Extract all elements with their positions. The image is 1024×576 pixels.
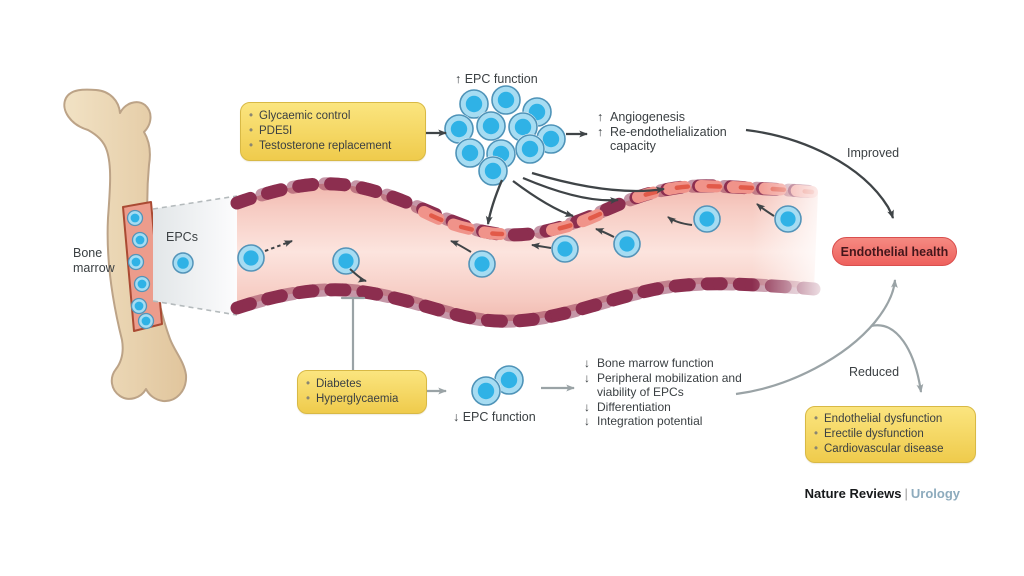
up-arrow-icon: ↑ — [597, 110, 604, 124]
bullet-icon: • — [814, 443, 819, 455]
marrow-epc-cell — [126, 209, 144, 227]
outcome-item: ↓ Integration potential — [584, 414, 703, 429]
epc-function-down-label: ↓ EPC function — [453, 410, 536, 424]
vessel-lumen — [237, 183, 818, 322]
up-arrow-icon: ↑ — [597, 124, 604, 139]
bullet-icon: • — [306, 393, 311, 405]
epc-cell — [693, 205, 721, 233]
outcome-item: ↓ Bone marrow function — [584, 356, 714, 370]
list-item: •Endothelial dysfunction — [814, 413, 943, 425]
endothelial-health-box: Endothelial health — [832, 237, 957, 266]
down-arrow-icon: ↓ — [584, 370, 590, 385]
epc-cell — [774, 205, 802, 233]
list-item: •Hyperglycaemia — [306, 393, 399, 405]
journal-brand: Nature Reviews — [804, 486, 902, 501]
reduced-label: Reduced — [849, 365, 900, 379]
reduced-arrow-to-dysfunction — [870, 324, 924, 393]
list-item: •Erectile dysfunction — [814, 428, 924, 440]
bullet-icon: • — [249, 125, 254, 137]
fan-arrow — [531, 171, 665, 194]
lower-outcomes-list: ↓ Bone marrow function ↓ Peripheral mobi… — [584, 356, 749, 429]
fan-arrow — [522, 176, 619, 205]
epcs-label: EPCs — [166, 230, 198, 244]
epc-cell — [237, 244, 265, 272]
bullet-icon: • — [814, 428, 819, 440]
epc-cell — [468, 250, 496, 278]
marrow-epc-cell — [130, 297, 148, 315]
epc-cell — [613, 230, 641, 258]
down-arrow-icon: ↓ — [584, 399, 590, 414]
journal-credit: Nature Reviews|Urology — [790, 486, 960, 501]
outcome-item: ↓ Differentiation — [584, 399, 671, 414]
epc-pair — [469, 363, 526, 408]
marrow-epc-cell — [127, 253, 145, 271]
femur-bone-illustration — [63, 88, 188, 403]
bullet-icon: • — [814, 413, 819, 425]
list-item: •Diabetes — [306, 378, 362, 390]
improved-label: Improved — [847, 146, 900, 160]
down-arrow-icon: ↓ — [584, 414, 590, 429]
bullet-icon: • — [306, 378, 311, 390]
journal-name: Urology — [910, 486, 960, 501]
upper-outcomes-list: ↑ Angiogenesis ↑ Re-endothelialization c… — [597, 110, 747, 154]
bullet-icon: • — [249, 110, 254, 122]
risk-factors-box: •Diabetes •Hyperglycaemia — [297, 370, 427, 414]
epc-cell — [332, 247, 360, 275]
list-item: •Testosterone replacement — [249, 140, 392, 152]
epc-function-up-label: ↑ EPC function — [455, 72, 538, 86]
marrow-epc-cell — [133, 275, 151, 293]
marrow-epc-cell — [131, 231, 149, 249]
epc-cell — [551, 235, 579, 263]
bone-marrow-window — [122, 201, 163, 332]
fan-arrow — [485, 179, 504, 225]
fan-arrow — [512, 180, 574, 218]
outcome-item: ↓ Peripheral mobilization and viability … — [584, 370, 742, 400]
epc-cell — [172, 252, 194, 274]
consequences-box: •Endothelial dysfunction •Erectile dysfu… — [805, 406, 976, 463]
epc-cluster — [442, 84, 568, 187]
interventions-box: •Glycaemic control •PDE5I •Testosterone … — [240, 102, 426, 161]
improved-arrow — [745, 128, 895, 219]
outcome-item: ↑ Re-endothelialization capacity — [597, 124, 727, 154]
list-item: •PDE5I — [249, 125, 293, 137]
list-item: •Glycaemic control — [249, 110, 351, 122]
list-item: •Cardiovascular disease — [814, 443, 944, 455]
marrow-to-vessel-funnel — [152, 195, 238, 316]
bullet-icon: • — [249, 140, 254, 152]
bone-marrow-label: Bone marrow — [73, 246, 115, 275]
reduced-arrow-to-health — [735, 279, 898, 396]
journal-separator: | — [904, 486, 908, 501]
down-arrow-icon: ↓ — [584, 356, 590, 370]
outcome-item: ↑ Angiogenesis — [597, 110, 686, 124]
marrow-epc-cell — [137, 312, 155, 330]
lower-pathway-arrows — [340, 279, 924, 396]
epc-homing-arrows — [264, 203, 775, 283]
